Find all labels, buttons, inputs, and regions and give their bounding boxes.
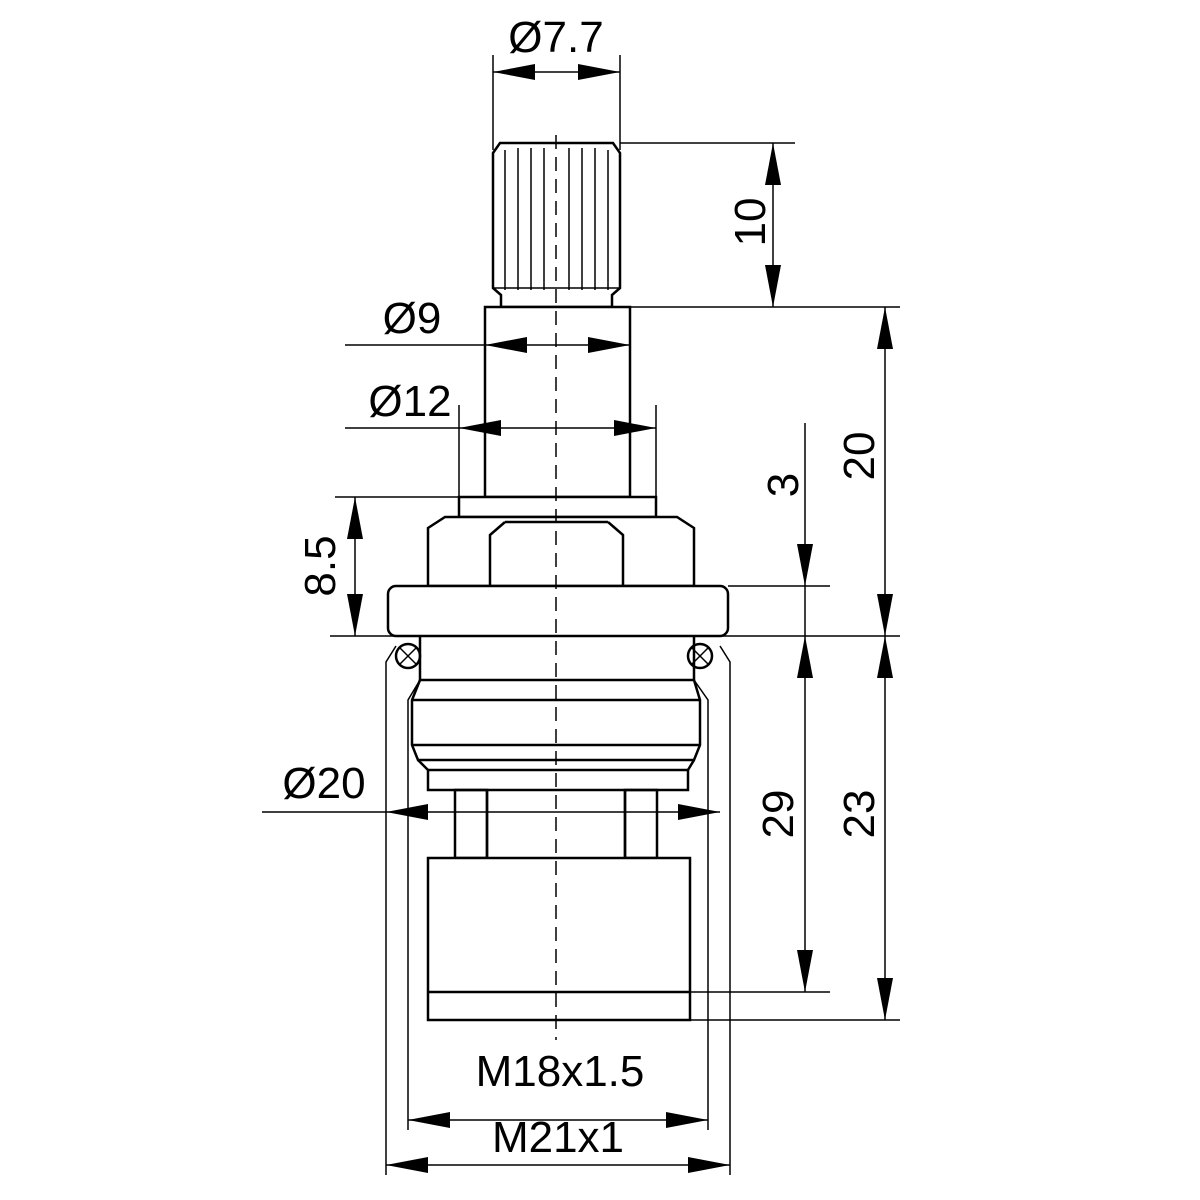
cartridge-body: [385, 141, 731, 1175]
neck-diameter-label: Ø9: [383, 294, 442, 343]
dim-nut-height: [347, 497, 363, 636]
step-ring: [417, 759, 696, 792]
o-ring-left: [394, 642, 422, 670]
dim-stem-diameter: [493, 64, 620, 80]
o-ring-right: [686, 642, 714, 670]
slotted-legs: [453, 788, 659, 860]
ceramic-base: [426, 856, 692, 1022]
flange: [386, 584, 730, 638]
dim-oring-diameter: [262, 804, 720, 820]
dim-body-height: [797, 636, 813, 992]
dim-inner-thread: [408, 1112, 708, 1128]
dim-stem-length: [765, 143, 781, 307]
spline-ridges: [493, 148, 620, 290]
lower-height-label: 23: [835, 790, 884, 839]
collar-diameter-label: Ø12: [368, 377, 451, 426]
body-height-label: 29: [754, 790, 803, 839]
upper-height-label: 20: [835, 432, 884, 481]
dim-lower-height: [877, 636, 893, 1020]
neck: [483, 305, 632, 499]
stem-length-label: 10: [726, 198, 775, 247]
outer-thread-envelope: [385, 645, 731, 1175]
inner-thread-label: M18x1.5: [476, 1047, 645, 1096]
collar-height-label: 3: [759, 473, 808, 497]
stem-diameter-label: Ø7.7: [508, 13, 603, 62]
dim-collar-diameter: [345, 420, 656, 436]
shoulder: [418, 636, 696, 682]
oring-diameter-label: Ø20: [282, 759, 365, 808]
dim-outer-thread: [386, 1157, 730, 1173]
outer-thread-label: M21x1: [492, 1113, 624, 1162]
dim-upper-height: [877, 307, 893, 636]
nut-height-label: 8.5: [296, 535, 345, 596]
collar: [457, 495, 658, 519]
hex-nut: [426, 515, 696, 588]
dim-neck-diameter: [345, 337, 630, 353]
